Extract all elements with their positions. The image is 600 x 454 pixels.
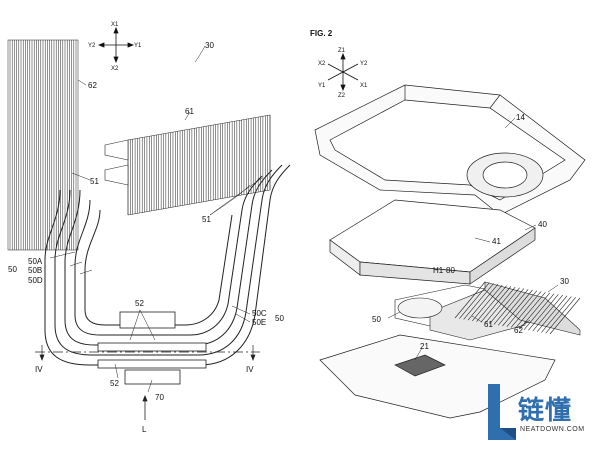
axis-indicator-3d: [327, 52, 359, 92]
axis-y1: Y1: [318, 83, 326, 89]
pipe-inserts-top: [104, 139, 129, 186]
leader-lines: [49, 45, 263, 393]
label-50c: 50C: [252, 309, 267, 318]
axis-y2: Y2: [360, 61, 368, 67]
heat-sink-30: [394, 281, 581, 341]
label-50d: 50D: [28, 276, 43, 285]
logo-brand-text: 链懂: [518, 396, 573, 426]
label-fins-61: 61: [185, 107, 194, 116]
label-chip: 21: [420, 342, 429, 351]
axis-x1: X1: [360, 83, 368, 89]
label-shield-group: 40: [538, 220, 547, 229]
logo-domain-text: NEATDOWN.COM: [520, 426, 585, 433]
label-h1: H1: [433, 266, 444, 275]
label-52a: 52: [135, 299, 144, 308]
label-section-right: IV: [246, 365, 254, 374]
view-arrow: [142, 394, 148, 420]
section-line: [35, 345, 260, 361]
axis-x2: X2: [318, 61, 326, 67]
axis-right: Y1: [134, 43, 142, 49]
label-51a: 51: [90, 177, 99, 186]
axis-down: X2: [111, 66, 119, 72]
label-shield: 41: [492, 237, 501, 246]
label-fins-62: 62: [514, 326, 523, 335]
label-51b: 51: [202, 215, 211, 224]
axis-indicator: [97, 26, 135, 64]
label-group-50: 50: [8, 265, 17, 274]
axis-up: X1: [111, 22, 119, 28]
label-52b: 52: [110, 379, 119, 388]
exploded-view-drawing: FIG. 2 Z1 Z2 X2 Y2 Y1 X1: [310, 29, 586, 419]
shield-41: [329, 199, 536, 285]
fin-stack-61: [127, 114, 271, 216]
label-view-arrow: L: [142, 425, 147, 434]
figure-title: FIG. 2: [310, 29, 333, 38]
heat-pipes-50: [44, 164, 291, 366]
label-fins-62: 62: [88, 81, 97, 90]
right-figure: FIG. 2 Z1 Z2 X2 Y2 Y1 X1: [300, 0, 600, 449]
label-80: 80: [446, 266, 455, 275]
label-50b: 50B: [28, 266, 42, 275]
axis-z1: Z1: [338, 48, 346, 54]
label-fins-group: 30: [560, 277, 569, 286]
label-assembly: 30: [205, 41, 214, 50]
logo-l-mark-icon: [488, 384, 516, 440]
label-section-left: IV: [35, 365, 43, 374]
label-pipes: 50: [372, 315, 381, 324]
axis-left: Y2: [88, 43, 96, 49]
watermark-logo: 链懂 NEATDOWN.COM: [484, 382, 600, 442]
label-50e: 50E: [252, 318, 266, 327]
base-plate: [97, 311, 207, 385]
label-70: 70: [155, 393, 164, 402]
heat-pipe-drawing: X1 X2 Y2 Y1: [7, 22, 291, 434]
fin-stack-62: [7, 39, 79, 251]
label-group-50-right: 50: [275, 314, 284, 323]
housing-14: [314, 84, 586, 216]
leader-lines-right: [387, 117, 559, 361]
label-50a: 50A: [28, 257, 43, 266]
label-fins-61: 61: [484, 320, 493, 329]
left-figure: X1 X2 Y2 Y1: [0, 0, 300, 449]
label-housing: 14: [516, 113, 525, 122]
axis-z2: Z2: [338, 93, 346, 99]
